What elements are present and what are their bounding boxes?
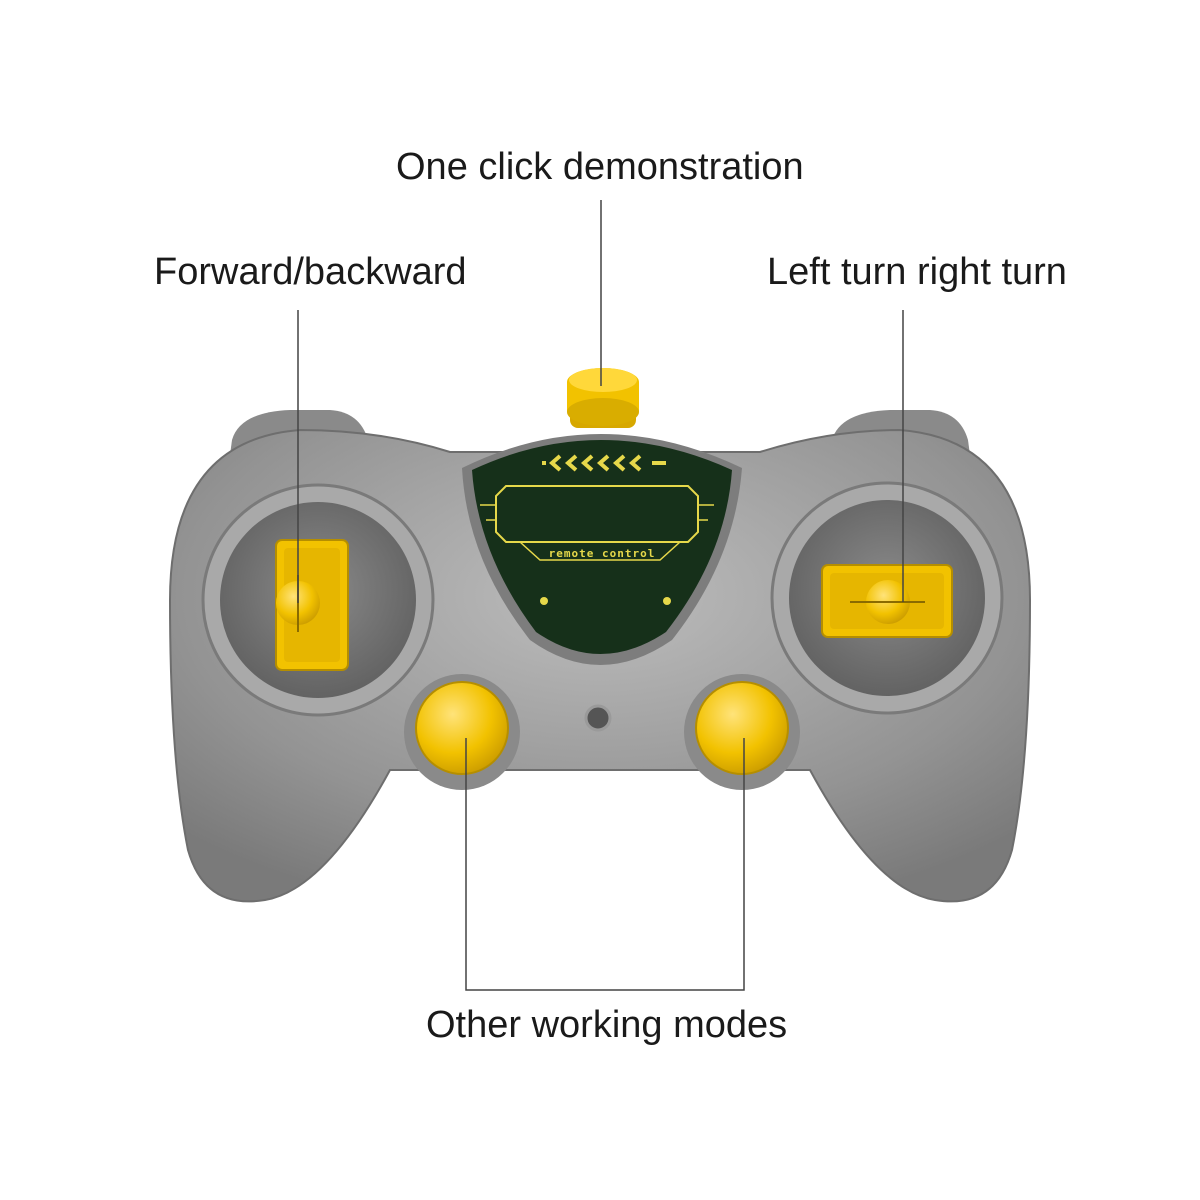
screen-text: remote control xyxy=(548,547,656,560)
leader-modes xyxy=(465,738,745,991)
label-other-working-modes: Other working modes xyxy=(426,1004,788,1046)
label-left-right-turn: Left turn right turn xyxy=(767,251,1067,293)
screen-indicator-right xyxy=(663,597,671,605)
screen-circuit-lines xyxy=(480,504,714,561)
forward-backward-stick[interactable] xyxy=(275,539,349,671)
screen-indicator-left xyxy=(540,597,548,605)
label-one-click-demonstration: One click demonstration xyxy=(396,146,804,188)
center-small-button[interactable] xyxy=(584,704,612,732)
demo-button[interactable] xyxy=(567,368,639,428)
mode-button-right[interactable] xyxy=(684,674,800,790)
mode-button-left[interactable] xyxy=(404,674,520,790)
label-forward-backward: Forward/backward xyxy=(154,251,467,293)
screen-frame xyxy=(495,485,699,543)
screen-chevrons xyxy=(542,454,666,472)
left-right-turn-stick[interactable] xyxy=(821,564,953,638)
leader-lines xyxy=(297,200,904,991)
